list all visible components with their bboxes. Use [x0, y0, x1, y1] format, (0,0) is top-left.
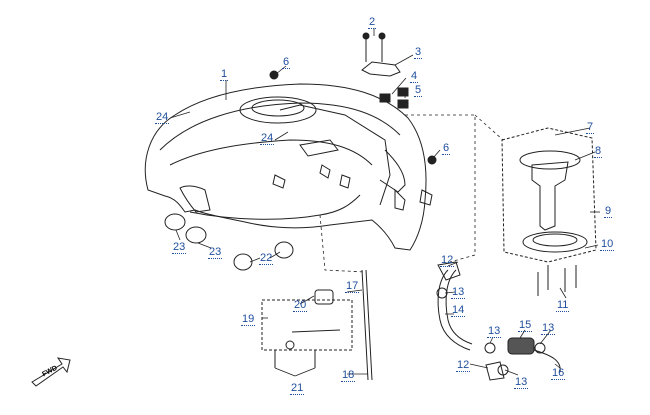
callout-8[interactable]: 8: [594, 145, 603, 158]
callout-22[interactable]: 22: [259, 252, 274, 265]
callout-4[interactable]: 4: [410, 70, 419, 83]
callout-21[interactable]: 21: [290, 382, 305, 395]
callout-14[interactable]: 14: [451, 304, 466, 317]
callout-19[interactable]: 19: [241, 313, 256, 326]
callout-13-d[interactable]: 13: [514, 376, 529, 389]
callout-20[interactable]: 20: [293, 299, 308, 312]
callout-18[interactable]: 18: [341, 369, 356, 382]
callout-1[interactable]: 1: [220, 68, 229, 81]
callout-13-c[interactable]: 13: [541, 322, 556, 335]
callout-6-top[interactable]: 6: [282, 56, 291, 69]
callout-24-center[interactable]: 24: [260, 132, 275, 145]
callout-13-b[interactable]: 13: [487, 325, 502, 338]
callout-23-right[interactable]: 23: [208, 246, 223, 259]
callout-5[interactable]: 5: [414, 84, 423, 97]
callout-10[interactable]: 10: [600, 238, 615, 251]
callout-24-left[interactable]: 24: [155, 111, 170, 124]
callout-23-left[interactable]: 23: [172, 241, 187, 254]
callout-11[interactable]: 11: [556, 299, 570, 312]
callout-12-bottom[interactable]: 12: [456, 359, 471, 372]
filler-cap-opening: [239, 96, 317, 124]
callout-17[interactable]: 17: [345, 280, 360, 293]
callout-12-top[interactable]: 12: [440, 254, 455, 267]
callout-7[interactable]: 7: [586, 121, 595, 134]
forward-direction-arrow: [31, 357, 71, 387]
callout-2[interactable]: 2: [368, 16, 377, 29]
fuel-pump-flange: [522, 231, 588, 253]
fuel-pump-outline: [501, 127, 597, 263]
callout-9[interactable]: 9: [604, 205, 613, 218]
callout-15[interactable]: 15: [518, 319, 533, 332]
callout-16[interactable]: 16: [551, 367, 566, 380]
fuel-filter: [507, 337, 535, 355]
callout-13-a[interactable]: 13: [451, 286, 466, 299]
callout-3[interactable]: 3: [414, 46, 423, 59]
callout-6-right[interactable]: 6: [442, 142, 451, 155]
